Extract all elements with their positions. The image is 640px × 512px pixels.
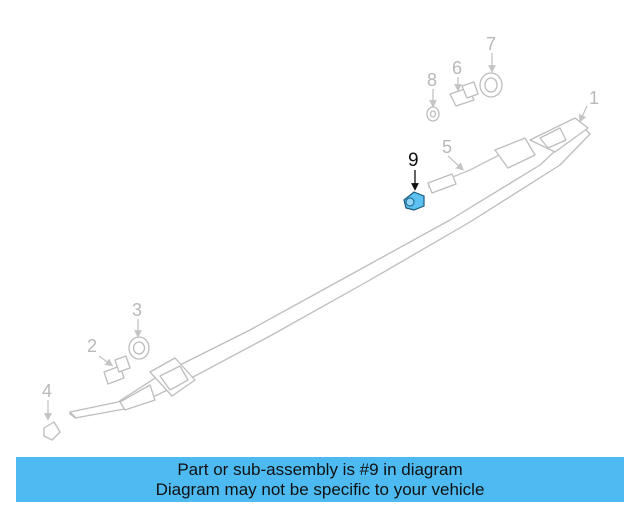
caption-banner: Part or sub-assembly is #9 in diagram Di… [16, 457, 624, 502]
callout-4: 4 [42, 381, 52, 401]
caption-line-2: Diagram may not be specific to your vehi… [155, 479, 485, 499]
callout-6: 6 [452, 58, 462, 78]
callout-3: 3 [132, 300, 142, 320]
callout-5: 5 [442, 137, 452, 157]
part-3-grommet [128, 336, 150, 360]
callout-2: 2 [87, 336, 97, 356]
part-4-clip [43, 421, 61, 441]
part-2-bolt [103, 355, 131, 385]
callout-leaders [44, 53, 588, 421]
callout-7: 7 [486, 34, 496, 54]
callout-8: 8 [427, 70, 437, 90]
callout-1: 1 [589, 88, 599, 108]
callout-numbers: 1 2 3 4 5 6 7 8 9 [42, 34, 599, 401]
part-7-grommet [479, 72, 503, 98]
part-8-washer [426, 106, 440, 122]
caption-line-1: Part or sub-assembly is #9 in diagram [177, 459, 463, 479]
part-6-bolt [449, 81, 479, 107]
part-5-connector [427, 137, 536, 194]
part-9-clip[interactable] [403, 191, 425, 211]
callout-9: 9 [408, 150, 419, 171]
part-1-molding-strip [69, 117, 591, 419]
